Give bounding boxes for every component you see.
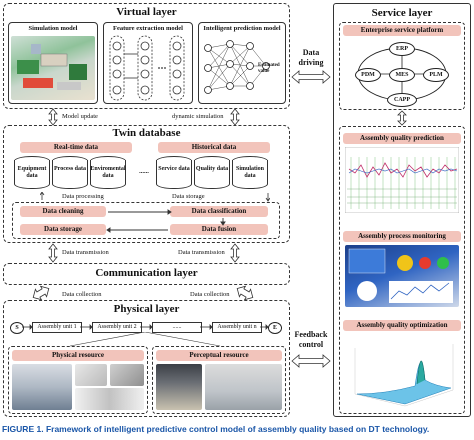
neural-network-diagram	[204, 40, 270, 94]
line-end-node: E	[268, 322, 282, 334]
assembly-unit-2: Assembly unit 2	[92, 322, 142, 333]
assembly-unit-1: Assembly unit 1	[32, 322, 82, 333]
mes-node: MES	[389, 68, 415, 82]
assembly-unit-ellipsis: ......	[152, 322, 202, 333]
data-processing-label: Data processing	[62, 193, 104, 200]
enterprise-platform-header: Enterprise service platform	[343, 25, 461, 36]
data-operations-box	[12, 202, 280, 239]
data-transmission-left-arrow	[48, 243, 58, 263]
data-transmission-right-arrow	[230, 243, 240, 263]
perceptual-resource-photo-sensors	[205, 364, 282, 410]
dynamic-simulation-arrow	[230, 108, 240, 126]
data-collection-right-arrow	[236, 285, 254, 301]
feature-extraction-label: Feature extraction model	[113, 25, 183, 32]
quality-optimization-header: Assembly quality optimization	[343, 320, 461, 331]
line-start-node: S	[10, 322, 24, 334]
feedback-control-label: Feedback control	[294, 330, 328, 349]
simulation-data-label: Simulation data	[235, 166, 264, 179]
enterprise-platform-box	[339, 22, 465, 110]
process-data-cylinder: Process data	[52, 156, 88, 192]
perceptual-resource-header: Perceptual resource	[156, 350, 282, 361]
physical-resource-photo-line	[12, 364, 72, 410]
model-update-arrow	[48, 108, 58, 126]
physical-resource-photo-bolts	[75, 388, 144, 410]
data-collection-left-label: Data collection	[62, 291, 102, 298]
physical-layer-title: Physical layer	[113, 303, 180, 315]
data-transmission-left-label: Data transmission	[62, 249, 109, 256]
data-driving-arrow	[291, 70, 331, 84]
service-layer-title: Service layer	[371, 7, 433, 19]
physical-layer-box	[3, 300, 290, 417]
process-monitoring-dashboard	[345, 245, 459, 307]
estimated-value-label: Estimated value	[258, 63, 280, 74]
database-ellipsis: ......	[139, 168, 149, 175]
virtual-layer-title: Virtual layer	[116, 6, 177, 18]
service-data-label: Service data	[158, 166, 190, 172]
assembly-line-arrows	[22, 324, 269, 330]
data-cleaning-box: Data cleaning	[20, 206, 106, 217]
service-functions-box	[339, 126, 465, 414]
equipment-data-cylinder: Equipment data	[14, 156, 50, 192]
erp-node: ERP	[389, 42, 415, 56]
database-flow-arrows	[40, 192, 270, 202]
feedback-control-arrow	[291, 354, 331, 368]
dynamic-simulation-label: dynamic simulation	[172, 113, 224, 120]
figure-label: FIGURE 1.	[2, 424, 44, 434]
equipment-data-label: Equipment data	[17, 166, 47, 179]
process-data-label: Process data	[53, 166, 87, 172]
physical-resource-header: Physical resource	[12, 350, 144, 361]
feature-extraction-diagram	[109, 35, 185, 101]
figure-caption: FIGURE 1. Framework of intelligent predi…	[2, 424, 429, 434]
environmental-data-cylinder: Enviromental data	[90, 156, 126, 192]
physical-resource-photo-gears	[110, 364, 144, 386]
service-connector-arrow	[397, 110, 407, 126]
simulation-model-image	[11, 36, 95, 100]
quality-data-label: Quality data	[195, 166, 229, 172]
quality-prediction-chart	[345, 147, 459, 213]
capp-node: CAPP	[387, 93, 417, 107]
environmental-data-label: Enviromental data	[90, 166, 126, 179]
simulation-data-cylinder: Simulation data	[232, 156, 268, 192]
historical-data-header: Historical data	[158, 142, 270, 153]
gauge-icon	[348, 248, 453, 303]
model-update-label: Model update	[62, 113, 98, 120]
communication-layer-box	[3, 263, 290, 285]
data-collection-right-label: Data collection	[190, 291, 230, 298]
data-collection-left-arrow	[32, 285, 50, 301]
plm-node: PLM	[423, 68, 449, 82]
simulation-model-label: Simulation model	[28, 25, 78, 32]
perceptual-resource-photo-monitor	[156, 364, 202, 410]
intelligent-prediction-label: Intelligent prediction model	[203, 25, 281, 32]
service-data-cylinder: Service data	[156, 156, 192, 192]
data-classification-box: Data classification	[170, 206, 268, 217]
data-fusion-box: Data fusion	[170, 224, 268, 235]
physical-resource-box	[8, 346, 148, 414]
factory-3d-icon	[17, 44, 87, 90]
virtual-layer-box	[3, 3, 290, 109]
twin-database-title: Twin database	[112, 127, 181, 139]
resource-connector-lines	[69, 332, 221, 347]
pdm-node: PDM	[355, 68, 381, 82]
communication-layer-title: Communication layer	[95, 267, 198, 279]
data-storage-flow-label: Data storage	[172, 193, 205, 200]
quality-optimization-surface	[345, 334, 459, 410]
data-transmission-right-label: Data transmission	[178, 249, 225, 256]
twin-database-box	[3, 125, 290, 243]
realtime-data-header: Real-time data	[20, 142, 132, 153]
figure-caption-text: Framework of intelligent predictive cont…	[45, 424, 430, 434]
quality-prediction-header: Assembly quality prediction	[343, 133, 461, 144]
perceptual-resource-box	[152, 346, 286, 414]
process-monitoring-header: Assembly process monitoring	[343, 231, 461, 242]
quality-data-cylinder: Quality data	[194, 156, 230, 192]
physical-resource-photo-parts	[75, 364, 107, 386]
data-storage-box: Data storage	[20, 224, 106, 235]
data-operations-arrows	[106, 209, 226, 233]
assembly-unit-n: Assembly unit n	[212, 322, 262, 333]
data-driving-label: Data driving	[298, 48, 324, 67]
